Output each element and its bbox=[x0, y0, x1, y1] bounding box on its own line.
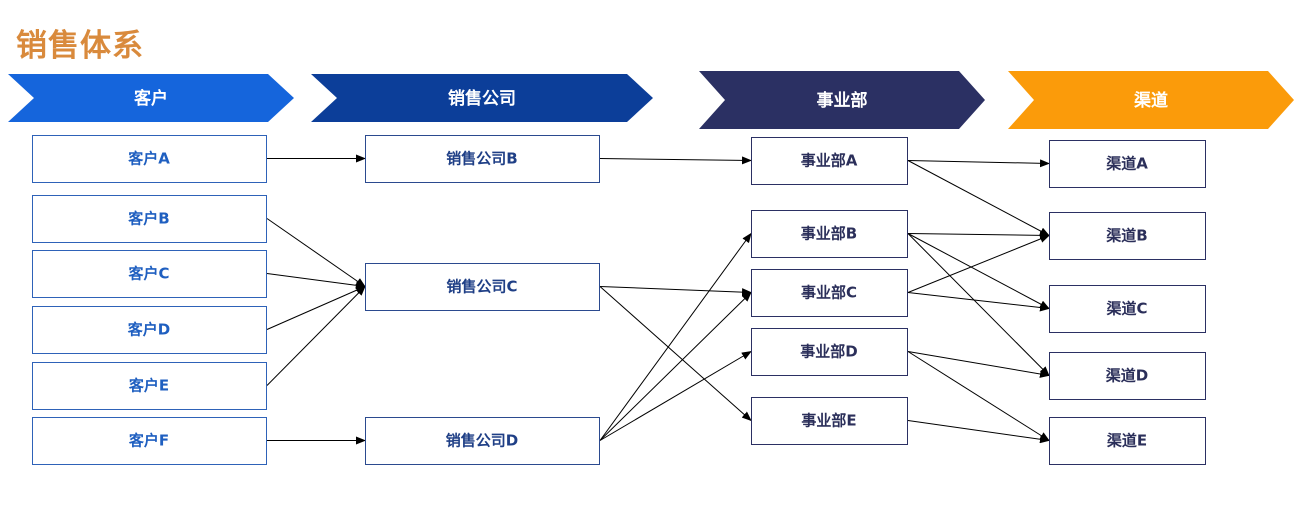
channel-node-label: 渠道E bbox=[1107, 432, 1147, 450]
connector-arrow bbox=[599, 350, 752, 441]
customer-node: 客户A bbox=[32, 135, 267, 183]
division-node-label: 事业部C bbox=[801, 284, 857, 302]
division-node: 事业部B bbox=[751, 210, 908, 258]
sales-company-node-label: 销售公司C bbox=[446, 278, 517, 296]
header-division-label: 事业部 bbox=[817, 90, 868, 111]
connector-arrow bbox=[907, 160, 1050, 236]
header-channel-label: 渠道 bbox=[1133, 90, 1168, 111]
sales-company-node: 销售公司C bbox=[365, 263, 600, 311]
division-node: 事业部D bbox=[751, 328, 908, 376]
channel-node: 渠道B bbox=[1049, 212, 1206, 260]
connector-arrow bbox=[599, 286, 752, 297]
division-node-label: 事业部B bbox=[801, 225, 857, 243]
channel-node-label: 渠道A bbox=[1106, 155, 1148, 173]
connector-arrow bbox=[907, 351, 1050, 378]
connector-arrow bbox=[266, 218, 366, 288]
customer-node-label: 客户D bbox=[127, 321, 170, 339]
customer-node: 客户C bbox=[32, 250, 267, 298]
header-channel: 渠道 bbox=[1008, 71, 1294, 129]
connector-arrow bbox=[907, 235, 1050, 293]
customer-node: 客户F bbox=[32, 417, 267, 465]
division-node: 事业部A bbox=[751, 137, 908, 185]
connector-arrow bbox=[266, 273, 366, 290]
division-node: 事业部C bbox=[751, 269, 908, 317]
connector-arrow bbox=[907, 233, 1050, 309]
connector-arrow bbox=[599, 156, 752, 165]
connector-arrow bbox=[599, 232, 752, 441]
sales-company-node-label: 销售公司D bbox=[446, 432, 518, 450]
customer-node-label: 客户E bbox=[128, 377, 169, 395]
channel-node: 渠道A bbox=[1049, 140, 1206, 188]
connector-arrow bbox=[907, 231, 1050, 240]
header-division: 事业部 bbox=[699, 71, 985, 129]
channel-node-label: 渠道C bbox=[1106, 300, 1147, 318]
channel-node-label: 渠道B bbox=[1106, 227, 1147, 245]
connector-arrow bbox=[266, 285, 366, 386]
customer-node: 客户B bbox=[32, 195, 267, 243]
customer-node: 客户E bbox=[32, 362, 267, 410]
customer-node-label: 客户B bbox=[127, 210, 169, 228]
header-customer: 客户 bbox=[8, 74, 294, 122]
header-sales-company-label: 销售公司 bbox=[448, 88, 516, 109]
header-customer-label: 客户 bbox=[133, 88, 168, 109]
channel-node-label: 渠道D bbox=[1106, 367, 1148, 385]
channel-node: 渠道D bbox=[1049, 352, 1206, 400]
connector-arrow bbox=[907, 292, 1050, 312]
customer-node-label: 客户F bbox=[128, 432, 169, 450]
connector-arrow bbox=[599, 286, 752, 422]
division-node-label: 事业部A bbox=[801, 152, 858, 170]
division-node: 事业部E bbox=[751, 397, 908, 445]
sales-company-node-label: 销售公司B bbox=[446, 150, 517, 168]
sales-company-node: 销售公司D bbox=[365, 417, 600, 465]
connector-arrow bbox=[599, 291, 752, 441]
division-node-label: 事业部E bbox=[801, 412, 856, 430]
sales-company-node: 销售公司B bbox=[365, 135, 600, 183]
customer-node-label: 客户A bbox=[127, 150, 170, 168]
channel-node: 渠道E bbox=[1049, 417, 1206, 465]
page-title: 销售体系 bbox=[16, 28, 144, 64]
channel-node: 渠道C bbox=[1049, 285, 1206, 333]
header-sales-company: 销售公司 bbox=[311, 74, 653, 122]
connector-arrow bbox=[907, 351, 1050, 442]
connector-arrow bbox=[907, 159, 1050, 168]
connector-arrow bbox=[266, 286, 366, 330]
customer-node-label: 客户C bbox=[127, 265, 169, 283]
connector-arrow bbox=[907, 233, 1050, 377]
division-node-label: 事业部D bbox=[800, 343, 857, 361]
connector-arrow bbox=[907, 420, 1050, 444]
customer-node: 客户D bbox=[32, 306, 267, 354]
